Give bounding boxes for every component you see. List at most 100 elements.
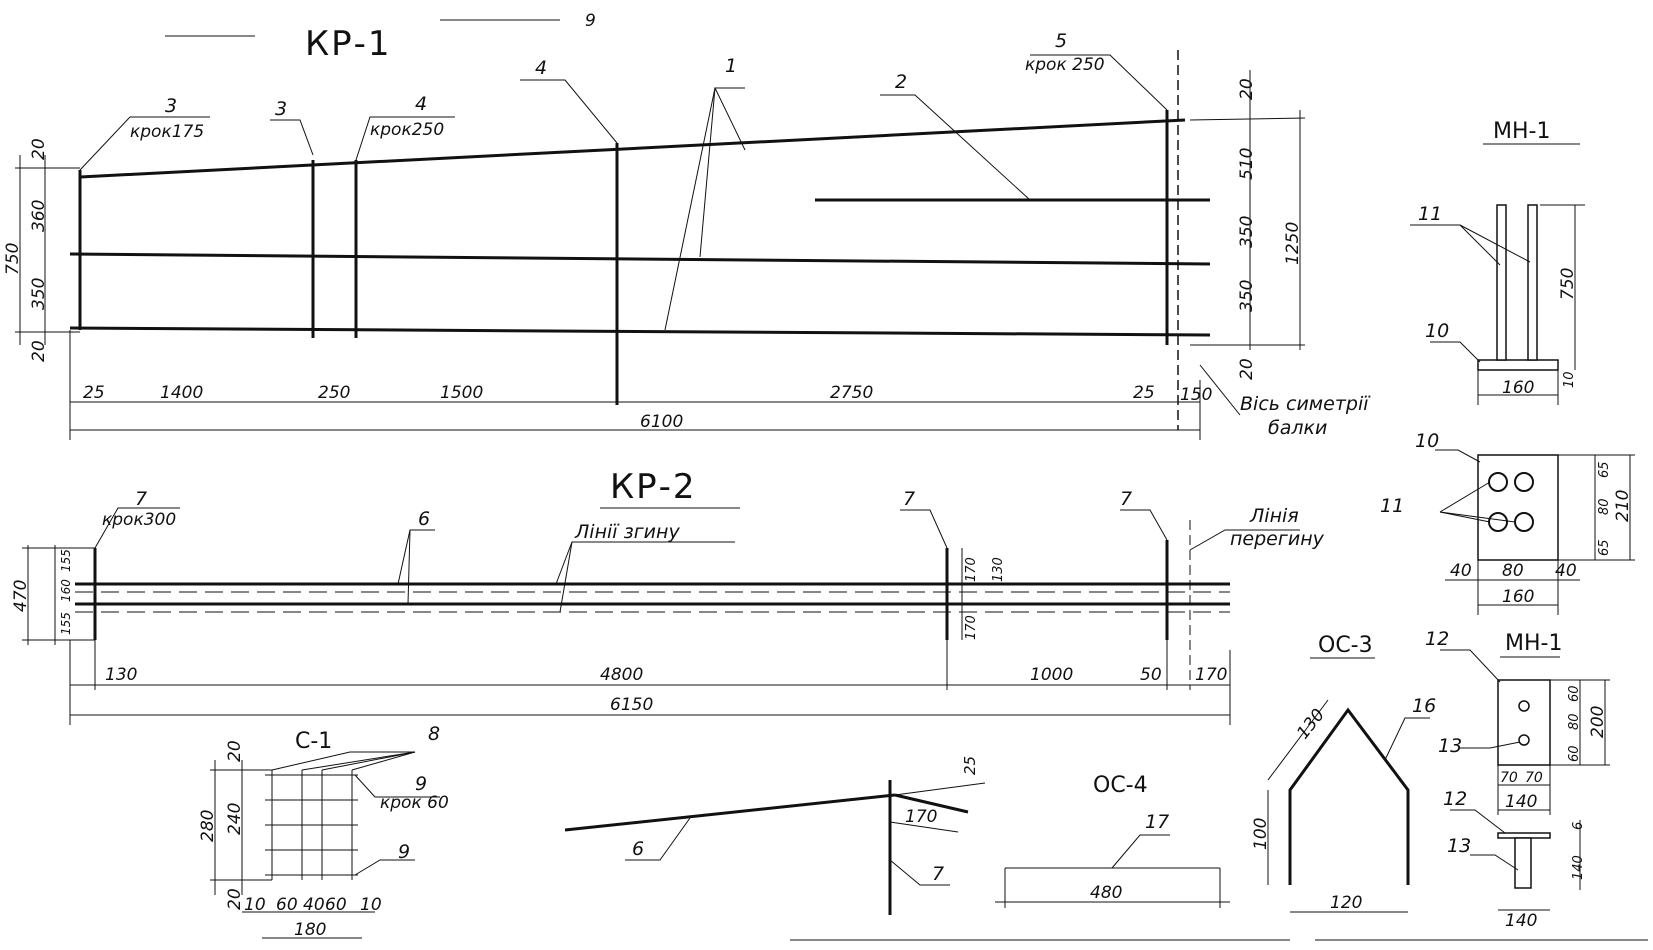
- mn1b-right-dim-3: 60: [1567, 745, 1582, 762]
- kr1-leader-2: [880, 94, 1031, 201]
- kr1-bottom-dim-7: 150: [1180, 385, 1212, 405]
- kr1-leader-1b: [699, 87, 716, 258]
- c1-left-total: 280: [198, 810, 218, 842]
- plan-leader-11b: [1439, 511, 1491, 523]
- plan-right-dim-2: 80: [1597, 498, 1612, 515]
- kr1-left-total: 750: [3, 243, 23, 275]
- plan-leader-10: [1435, 449, 1481, 463]
- mn1-anchor-left: [1496, 204, 1507, 361]
- kr1-label-3b: 3: [275, 98, 287, 120]
- mn1b-side-dim-2: 140: [1571, 855, 1586, 880]
- kr2-leader-bend-b: [559, 541, 573, 613]
- mn1-label-10: 10: [1425, 320, 1449, 342]
- kr1-title: КР-1: [305, 24, 392, 64]
- plan-plate: [1477, 454, 1559, 561]
- bent-label-6: 6: [632, 838, 644, 860]
- plan-bottom-dim-1: 40: [1450, 561, 1472, 581]
- oc3-title: ОС-3: [1318, 633, 1373, 658]
- kr2-leader-7a: [94, 507, 180, 549]
- c1-leader-8d: [351, 751, 416, 771]
- kr1-right-dim-2: 510: [1237, 148, 1257, 180]
- mn1-label-11: 11: [1418, 203, 1442, 225]
- kr1-label-3a-step: крок175: [130, 122, 204, 142]
- kr2-mid-dim-1: 170: [964, 557, 979, 582]
- plan-label-11: 11: [1380, 495, 1404, 517]
- oc4-dim: 480: [1090, 883, 1122, 903]
- kr1-middle-bar: [69, 252, 1211, 266]
- kr2-leader-7c: [1120, 509, 1168, 541]
- kr2-title: КР-2: [610, 467, 697, 507]
- oc4-detail: ОС-4 17 480: [995, 773, 1230, 908]
- mn1b-label-12: 12: [1425, 628, 1449, 650]
- kr1-label-1: 1: [725, 55, 737, 77]
- bent-bar-6-hook: [894, 793, 969, 814]
- kr2-bottom-dim-5: 170: [1195, 665, 1227, 685]
- c1-leader-9b: [354, 859, 415, 876]
- kr1-elevation: КР-1 3 крок175 3 4 крок250 4 1 2 5 крок …: [3, 24, 1371, 440]
- bent-rise-dim: 25: [961, 756, 979, 775]
- oc4-title: ОС-4: [1093, 773, 1148, 798]
- plan-total-dim: 160: [1502, 587, 1534, 607]
- mn1-width-dim: 160: [1502, 378, 1534, 398]
- kr1-bottom-dim-1: 25: [83, 383, 105, 403]
- mn1b-title: МН-1: [1505, 631, 1562, 656]
- kr1-label-5-step: крок 250: [1025, 55, 1105, 75]
- kr1-top-bar: [79, 118, 1186, 179]
- oc3-slope-dim-line: [1267, 699, 1329, 781]
- kr1-left-dim-3: 350: [29, 278, 49, 310]
- c1-bottom-dim-3: 40: [303, 895, 325, 915]
- mn1b-plate: [1497, 679, 1551, 766]
- kr2-leader-fold: [1189, 529, 1300, 551]
- c1-bottom-dim-1: 10: [244, 895, 266, 915]
- mn1b-label-13: 13: [1438, 735, 1462, 757]
- kr1-leader-1c: [664, 87, 716, 331]
- mn1b-bottom-dim-2: 70: [1525, 770, 1543, 786]
- kr1-right-dim-5: 20: [1237, 358, 1257, 380]
- kr2-mid-dim-3: 170: [964, 615, 979, 640]
- plan-anchor-2: [1514, 472, 1534, 492]
- mn1-leader-10: [1430, 341, 1481, 363]
- mn1b-hole-top: [1518, 700, 1530, 712]
- plan-anchor-3: [1488, 512, 1508, 532]
- kr2-bottom-dim-4: 50: [1140, 665, 1162, 685]
- kr1-left-dim-1: 20: [29, 138, 49, 160]
- kr1-label-4b: 4: [535, 57, 547, 79]
- mn1b-total-dim: 140: [1505, 792, 1537, 812]
- kr1-bottom-bar: [69, 326, 1211, 337]
- plan-leader-11a: [1439, 481, 1491, 513]
- kr1-label-4a-step: крок250: [370, 120, 444, 140]
- bent-rise-line: [894, 782, 986, 796]
- bent-bar-detail: 6 7 25 170: [564, 756, 986, 915]
- c1-bottom-dim-4: 60: [325, 895, 347, 915]
- mn1-leader-11b: [1459, 224, 1531, 263]
- kr1-leader-3b: [270, 119, 314, 156]
- c1-left-dim-2: 240: [225, 803, 245, 835]
- kr1-right-dim-4: 350: [1237, 280, 1257, 312]
- c1-leader-8b: [301, 751, 416, 771]
- mn1-plan: 10 11 65 80 65 210 40 80 40 160: [1380, 430, 1635, 615]
- kr2-label-fold-2: перегину: [1230, 528, 1325, 550]
- kr1-total-dim: 6100: [640, 412, 683, 432]
- mn1b-leader-13: [1460, 741, 1521, 749]
- mn1-plate-dim: 10: [1562, 371, 1577, 388]
- c1-bottom-dim-5: 10: [360, 895, 382, 915]
- mn1b-side-stud: [1514, 837, 1532, 889]
- bent-bar-6: [564, 793, 896, 832]
- kr2-bottom-dim-3: 1000: [1030, 665, 1073, 685]
- mn1b-bottom-dim-1: 70: [1500, 770, 1518, 786]
- kr2-label-bend-lines: Лінії згину: [574, 521, 680, 543]
- mn1b-leader-12: [1440, 649, 1501, 683]
- kr2-label-fold-1: Лінія: [1249, 505, 1299, 527]
- oc3-stirrup: [1288, 707, 1410, 885]
- mn1b-hole-bottom: [1518, 734, 1530, 746]
- plan-right-dim-1: 65: [1597, 461, 1612, 478]
- c1-leader-9a: [354, 774, 440, 798]
- mn1b-right-dim-2: 80: [1567, 713, 1582, 730]
- bent-label-7: 7: [932, 863, 944, 885]
- kr2-label-7c: 7: [1120, 488, 1132, 510]
- c1-left-dim-3: 20: [225, 888, 245, 910]
- c1-leader-8c: [321, 751, 416, 771]
- kr2-bottom-dim-2: 4800: [600, 665, 643, 685]
- kr1-right-total: 1250: [1283, 222, 1303, 265]
